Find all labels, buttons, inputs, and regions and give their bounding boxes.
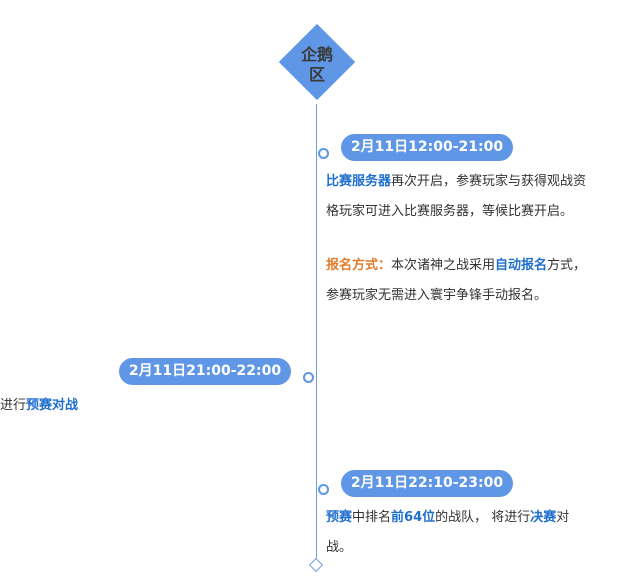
highlight-text: 预赛对战 — [26, 398, 79, 413]
highlight-text: 前64位 — [391, 510, 436, 525]
timeline-dot — [303, 372, 314, 383]
signup-label: 报名方式： — [326, 258, 392, 273]
signup-method: 报名方式：本次诸神之战采用自动报名方式， 参赛玩家无需进入寰宇争锋手动报名。 — [326, 258, 587, 303]
event-time-badge: 2月11日21:00-22:00 — [119, 358, 291, 385]
timeline-dot — [318, 148, 329, 159]
event-time-badge: 2月11日22:10-23:00 — [341, 470, 513, 497]
timeline-dot — [318, 484, 329, 495]
timeline-line — [316, 104, 317, 562]
highlight-text: 预赛 — [326, 510, 353, 525]
timeline-end-diamond — [308, 557, 324, 573]
event-description: 进行预赛对战 — [0, 398, 79, 413]
event-description: 比赛服务器再次开启，参赛玩家与获得观战资 格玩家可进入比赛服务器，等候比赛开启。 — [326, 174, 587, 219]
event-time-badge: 2月11日12:00-21:00 — [341, 134, 513, 161]
highlight-text: 自动报名 — [495, 258, 548, 273]
event-description: 预赛中排名前64位的战队， 将进行决赛对 战。 — [326, 510, 570, 555]
zone-label: 企鹅区 — [300, 45, 333, 84]
highlight-text: 决赛 — [530, 510, 557, 525]
highlight-text: 比赛服务器 — [326, 174, 392, 189]
